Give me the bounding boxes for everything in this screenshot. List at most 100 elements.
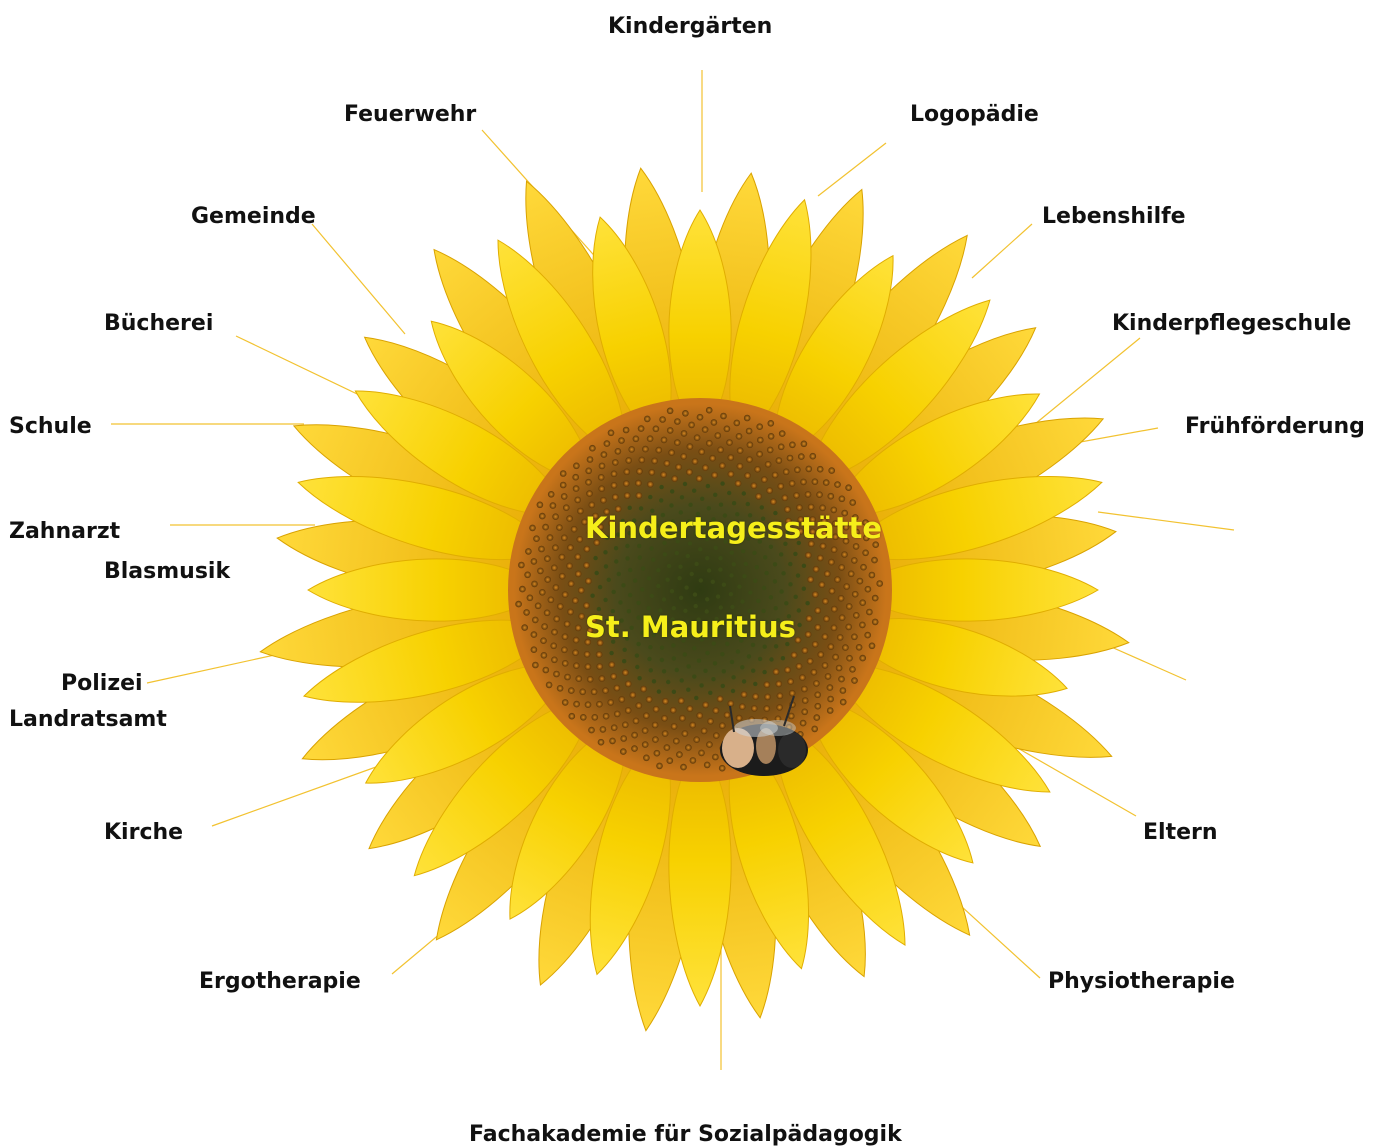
- seed: [815, 703, 822, 710]
- seed: [698, 547, 702, 551]
- seed: [716, 594, 720, 598]
- seed: [577, 508, 584, 515]
- seed: [625, 681, 632, 688]
- seed: [729, 573, 733, 577]
- seed: [618, 600, 622, 604]
- seed: [552, 544, 559, 551]
- seed: [732, 562, 736, 566]
- seed: [817, 466, 824, 473]
- seed: [806, 615, 813, 622]
- seed: [643, 755, 650, 762]
- label-buecherei: Bücherei: [104, 311, 213, 337]
- seed: [518, 562, 525, 569]
- seed: [718, 556, 722, 560]
- seed: [609, 661, 616, 668]
- seed: [538, 546, 545, 553]
- seed: [766, 487, 773, 494]
- seed: [782, 495, 789, 502]
- seed: [764, 571, 768, 575]
- seed: [818, 651, 825, 658]
- seed: [651, 558, 655, 562]
- seed: [675, 551, 679, 555]
- seed: [674, 418, 681, 425]
- seed: [812, 591, 819, 598]
- seed: [551, 629, 558, 636]
- label-ergotherapie: Ergotherapie: [199, 969, 361, 995]
- seed: [614, 546, 618, 550]
- seed: [614, 711, 621, 718]
- label-polizei: Polizei: [61, 671, 143, 697]
- seed: [778, 483, 785, 490]
- seed: [561, 647, 568, 654]
- seed: [719, 462, 726, 469]
- seed: [741, 691, 748, 698]
- seed: [702, 702, 709, 709]
- seed: [624, 469, 631, 476]
- seed: [652, 679, 656, 683]
- seed: [587, 456, 594, 463]
- seed: [851, 677, 858, 684]
- seed: [746, 502, 750, 506]
- seed: [521, 624, 528, 631]
- seed: [731, 675, 735, 679]
- seed: [815, 624, 822, 631]
- seed: [544, 576, 551, 583]
- seed: [859, 599, 866, 606]
- seed: [609, 738, 616, 745]
- seed: [642, 741, 649, 748]
- seed: [654, 750, 661, 757]
- seed: [827, 696, 834, 703]
- seed: [784, 601, 788, 605]
- seed: [636, 702, 643, 709]
- seed: [620, 735, 627, 742]
- seed: [623, 648, 627, 652]
- seed: [816, 491, 823, 498]
- seed: [631, 732, 638, 739]
- label-blasmusik: Blasmusik: [104, 559, 230, 585]
- seed: [561, 493, 568, 500]
- seed: [805, 601, 809, 605]
- seed: [603, 598, 607, 602]
- seed: [647, 576, 651, 580]
- seed: [681, 430, 688, 437]
- seed: [706, 484, 710, 488]
- seed: [838, 676, 845, 683]
- seed: [822, 662, 829, 669]
- seed: [638, 555, 642, 559]
- seed: [747, 654, 751, 658]
- seed: [585, 468, 592, 475]
- seed: [532, 662, 539, 669]
- seed: [831, 625, 838, 632]
- seed: [800, 479, 807, 486]
- seed: [801, 686, 808, 693]
- seed: [802, 647, 809, 654]
- seed: [546, 682, 553, 689]
- seed: [562, 591, 569, 598]
- label-schule: Schule: [9, 414, 92, 440]
- seed: [540, 637, 547, 644]
- seed: [656, 568, 660, 572]
- seed: [728, 700, 735, 707]
- seed: [765, 461, 772, 468]
- seed: [806, 466, 813, 473]
- seed: [796, 573, 800, 577]
- seed: [659, 485, 663, 489]
- seed: [776, 704, 783, 711]
- seed: [720, 652, 724, 656]
- seed: [787, 678, 794, 685]
- seed: [607, 699, 614, 706]
- seed: [665, 578, 669, 582]
- seed: [562, 633, 569, 640]
- seed: [599, 675, 606, 682]
- seed: [728, 454, 735, 461]
- seed: [794, 467, 801, 474]
- seed: [779, 589, 783, 593]
- seed: [560, 470, 567, 477]
- seed: [649, 668, 653, 672]
- seed: [628, 446, 635, 453]
- seed: [814, 692, 821, 699]
- seed: [769, 545, 773, 549]
- seed: [839, 614, 846, 621]
- seed: [789, 690, 796, 697]
- seed: [713, 707, 720, 714]
